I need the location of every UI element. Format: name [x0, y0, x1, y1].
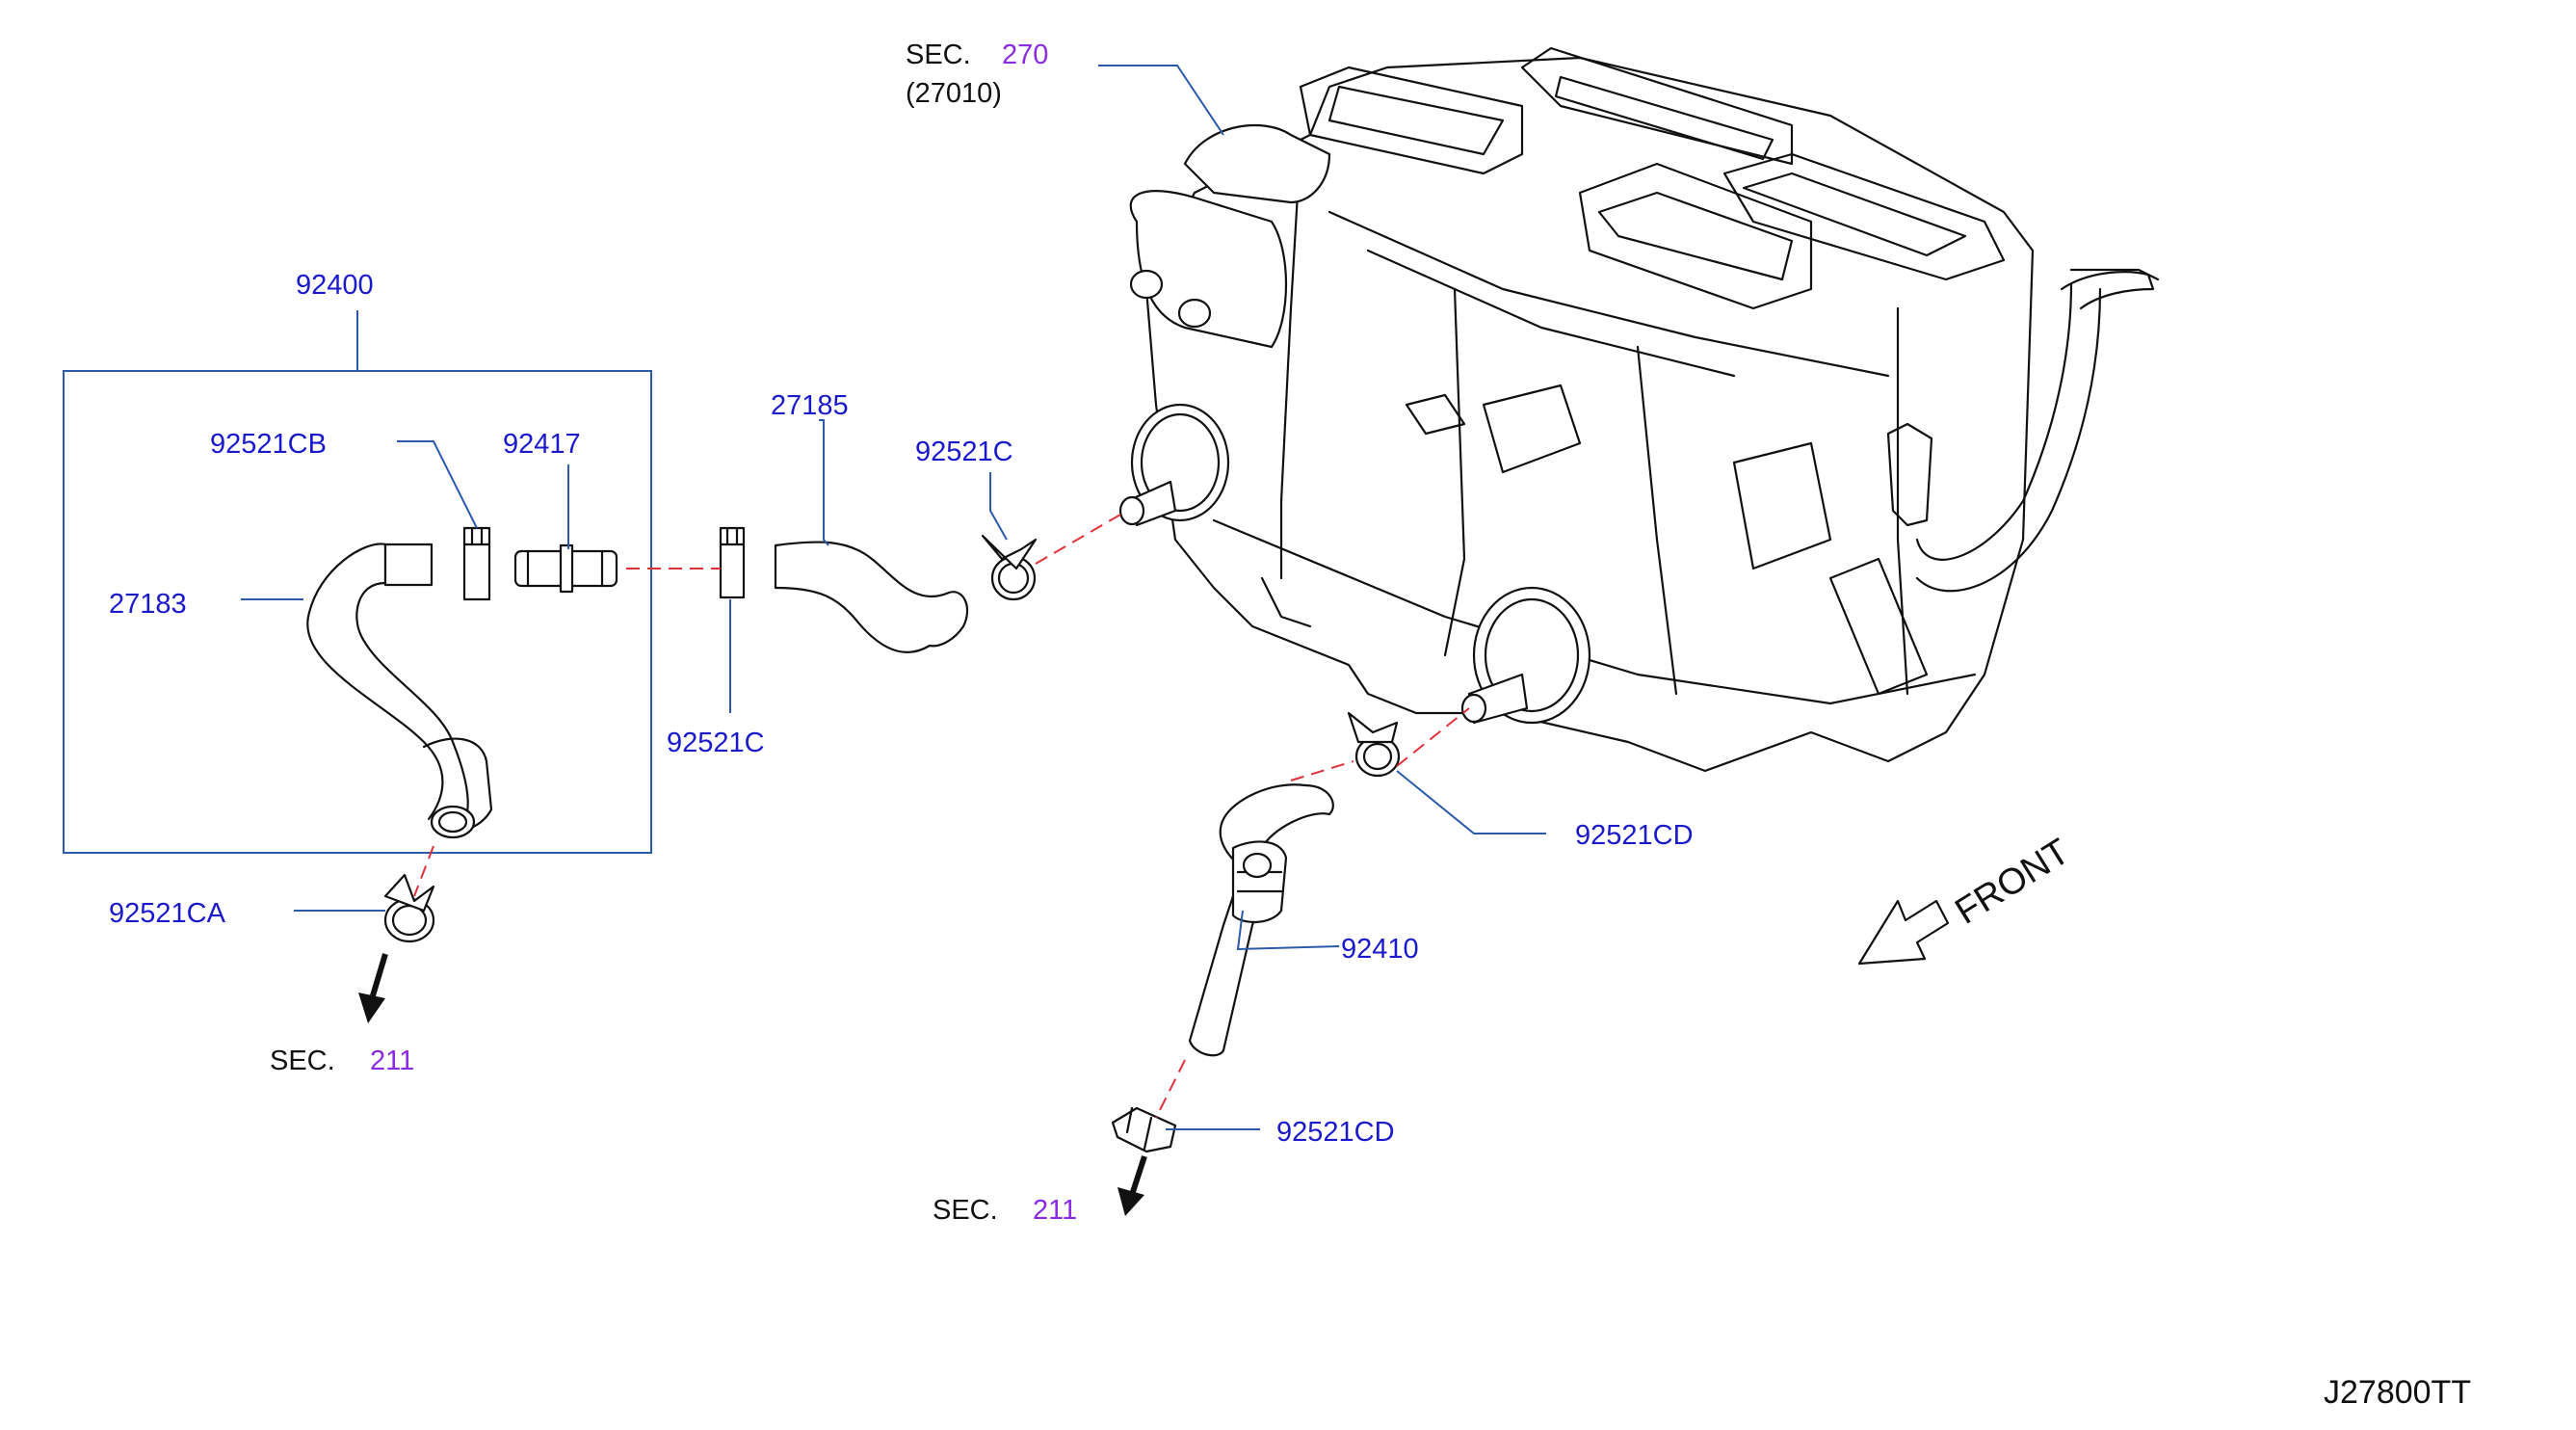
part-label-92521CD-lower[interactable]: 92521CD	[1276, 1117, 1395, 1148]
front-arrow-icon	[1857, 899, 1950, 966]
part-label-92417[interactable]: 92417	[503, 429, 581, 460]
part-label-92521CA[interactable]: 92521CA	[109, 898, 226, 929]
part-label-27185[interactable]: 27185	[771, 390, 849, 421]
clip-92521CD-upper	[1347, 711, 1401, 778]
clip-92521CD-lower	[1111, 1106, 1177, 1153]
clip-92521CA	[383, 873, 435, 943]
hose-27183	[306, 543, 493, 839]
centerlines	[413, 510, 1470, 1119]
front-label: FRONT	[1949, 832, 2077, 933]
hose-92410	[1188, 783, 1334, 1057]
arrow-to-sec-211-bottom	[1117, 1155, 1147, 1216]
sec-211-bottom-number[interactable]: 211	[1033, 1195, 1077, 1226]
sec-270-number[interactable]: 270	[1002, 40, 1048, 70]
heater-unit-assembly	[1118, 46, 2160, 773]
part-label-27183[interactable]: 27183	[109, 589, 187, 620]
diagram-code: J27800TT	[2324, 1374, 2471, 1411]
clip-92521C-upper	[981, 534, 1038, 601]
part-label-92521CD-upper[interactable]: 92521CD	[1575, 820, 1694, 851]
sec-211-left-prefix: SEC.	[270, 1046, 335, 1076]
part-label-92521C-upper[interactable]: 92521C	[915, 437, 1013, 467]
arrow-to-sec-211-left	[358, 953, 388, 1023]
sec-211-left-number[interactable]: 211	[370, 1046, 414, 1076]
part-label-92410[interactable]: 92410	[1341, 934, 1419, 965]
sub-part-27010: (27010)	[906, 78, 1002, 109]
clip-92521CB	[462, 526, 491, 601]
sec-270-prefix: SEC.	[906, 40, 971, 70]
connector-92417	[513, 543, 618, 594]
part-label-92400[interactable]: 92400	[296, 270, 374, 301]
sec-211-bottom-prefix: SEC.	[933, 1195, 998, 1226]
part-label-92521CB[interactable]: 92521CB	[210, 429, 327, 460]
clip-92521C-middle	[719, 526, 746, 599]
hose-27185	[774, 541, 969, 653]
leader-lines	[241, 65, 1546, 1130]
group-box-92400	[63, 310, 652, 854]
part-label-92521C-middle[interactable]: 92521C	[667, 728, 765, 758]
